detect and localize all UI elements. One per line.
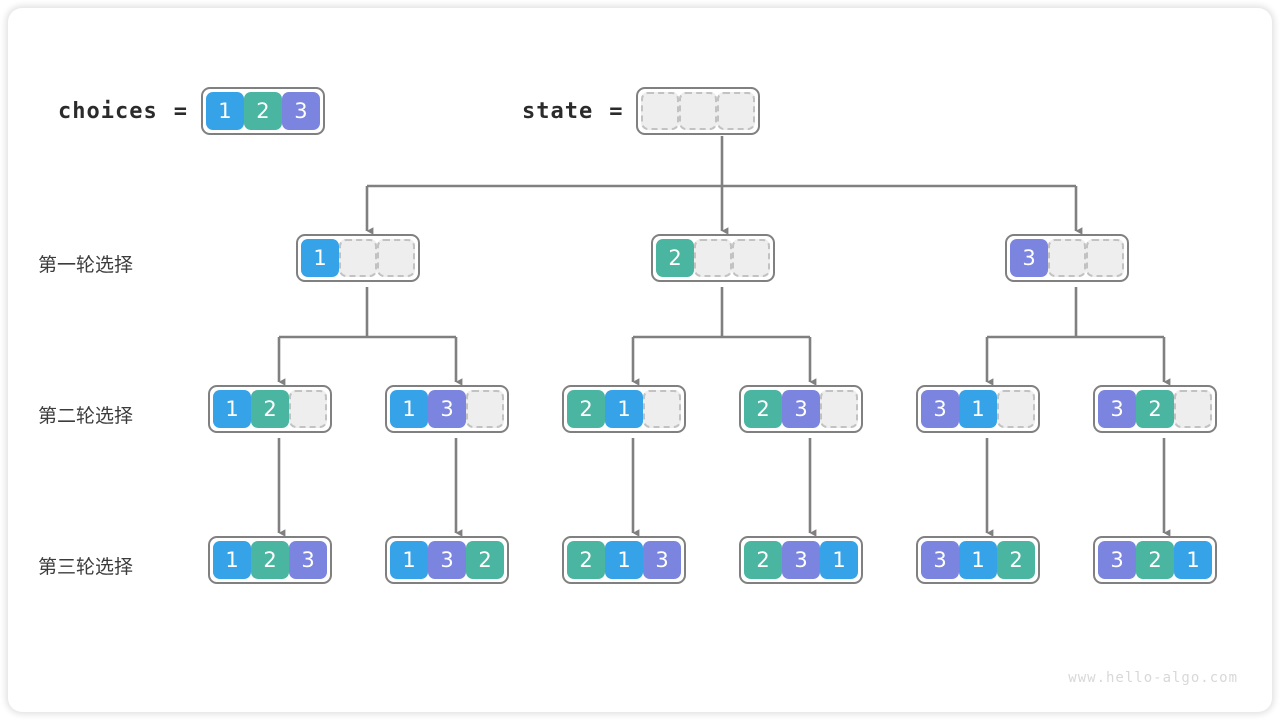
l1n3-cell-0: 3 <box>1010 239 1048 277</box>
l3n1-cell-0: 1 <box>213 541 251 579</box>
state-label: state <box>522 98 594 124</box>
l3n5-cell-0: 3 <box>921 541 959 579</box>
l3n3-cell-1: 1 <box>605 541 643 579</box>
l3n6-cell-1: 2 <box>1136 541 1174 579</box>
l2n6-cell-0: 3 <box>1098 390 1136 428</box>
l3n3-cell-2: 3 <box>643 541 681 579</box>
l2n4-cell-2 <box>820 390 858 428</box>
l3n1-cell-2: 3 <box>289 541 327 579</box>
l3n2-cell-2: 2 <box>466 541 504 579</box>
l1n1-cell-2 <box>377 239 415 277</box>
l2n2-cell-1: 3 <box>428 390 466 428</box>
l3n5-cell-1: 1 <box>959 541 997 579</box>
state-assignment: state = <box>522 87 761 135</box>
l2n6-cell-1: 2 <box>1136 390 1174 428</box>
l3n4-cell-1: 3 <box>782 541 820 579</box>
l2n2-cell-0: 1 <box>390 390 428 428</box>
l2n5-cell-0: 3 <box>921 390 959 428</box>
tree-node-level1-2: 2 <box>651 234 775 282</box>
l3n6-cell-2: 1 <box>1174 541 1212 579</box>
l2n2-cell-2 <box>466 390 504 428</box>
l2n3-cell-0: 2 <box>567 390 605 428</box>
l3n2-cell-1: 3 <box>428 541 466 579</box>
row-label-round-1: 第一轮选择 <box>38 254 134 276</box>
l2n6-cell-2 <box>1174 390 1212 428</box>
l2n4-cell-0: 2 <box>744 390 782 428</box>
l1n3-cell-1 <box>1048 239 1086 277</box>
l2n5-cell-1: 1 <box>959 390 997 428</box>
l1n1-cell-1 <box>339 239 377 277</box>
row-label-round-3: 第三轮选择 <box>38 556 134 578</box>
tree-node-level1-1: 1 <box>296 234 420 282</box>
state-array <box>636 87 761 135</box>
l2n1-cell-1: 2 <box>251 390 289 428</box>
l3n1-cell-1: 2 <box>251 541 289 579</box>
l1n2-cell-2 <box>732 239 770 277</box>
state-cell-0 <box>641 92 680 130</box>
l3n2-cell-0: 1 <box>390 541 428 579</box>
l1n2-cell-1 <box>694 239 732 277</box>
state-cell-2 <box>717 92 756 130</box>
choices-cell-0: 1 <box>205 92 244 130</box>
choices-cell-2: 3 <box>281 92 320 130</box>
l3n5-cell-2: 2 <box>997 541 1035 579</box>
l3n6-cell-0: 3 <box>1098 541 1136 579</box>
l2n4-cell-1: 3 <box>782 390 820 428</box>
l3n4-cell-2: 1 <box>820 541 858 579</box>
choices-label: choices <box>58 98 158 124</box>
l3n3-cell-0: 2 <box>567 541 605 579</box>
watermark: www.hello-algo.com <box>1068 670 1238 686</box>
choices-equals-sign: = <box>173 98 187 124</box>
l2n3-cell-1: 1 <box>605 390 643 428</box>
l2n5-cell-2 <box>997 390 1035 428</box>
l2n1-cell-0: 1 <box>213 390 251 428</box>
l1n3-cell-2 <box>1086 239 1124 277</box>
state-cell-1 <box>679 92 718 130</box>
l1n2-cell-0: 2 <box>656 239 694 277</box>
l1n1-cell-0: 1 <box>301 239 339 277</box>
row-label-round-2: 第二轮选择 <box>38 405 134 427</box>
l2n1-cell-2 <box>289 390 327 428</box>
state-equals-sign: = <box>609 98 623 124</box>
tree-node-level1-3: 3 <box>1005 234 1129 282</box>
choices-cell-1: 2 <box>243 92 282 130</box>
l3n4-cell-0: 2 <box>744 541 782 579</box>
l2n3-cell-2 <box>643 390 681 428</box>
